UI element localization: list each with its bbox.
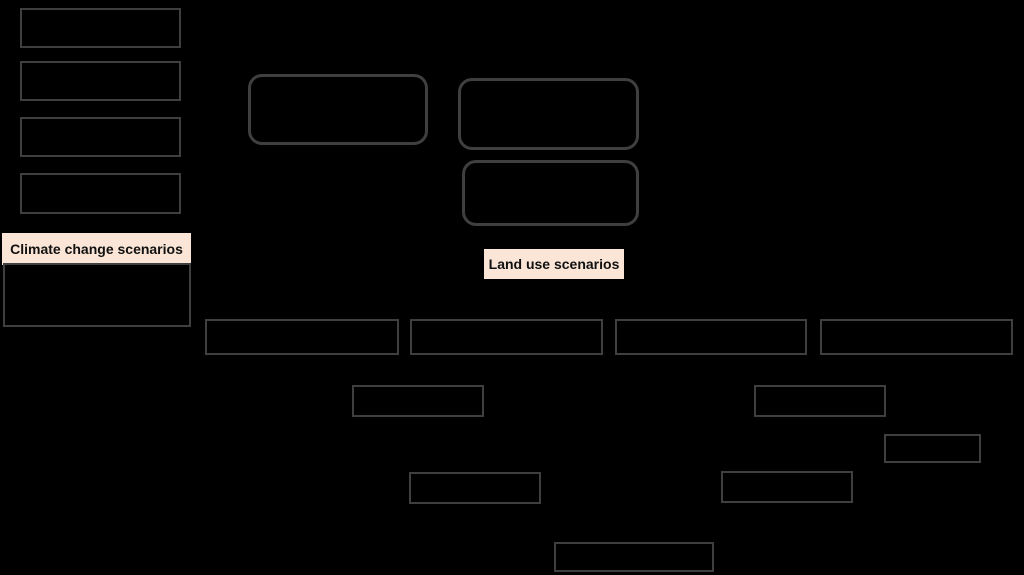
sub-box-left-2	[409, 472, 541, 504]
process-box-3	[615, 319, 807, 355]
climate-change-scenarios-label-text: Climate change scenarios	[10, 241, 183, 257]
land-use-scenarios-label: Land use scenarios	[484, 249, 624, 279]
land-use-scenarios-label-text: Land use scenarios	[488, 256, 620, 272]
rounded-box-middle-right	[462, 160, 639, 226]
climate-change-scenarios-box	[3, 263, 191, 327]
process-box-2	[410, 319, 603, 355]
sub-box-right-3	[721, 471, 853, 503]
scenario-box-3	[20, 117, 181, 157]
output-box	[554, 542, 714, 572]
scenario-box-4	[20, 173, 181, 214]
process-box-4	[820, 319, 1013, 355]
rounded-box-top-right	[458, 78, 639, 150]
process-box-1	[205, 319, 399, 355]
rounded-box-top-left	[248, 74, 428, 145]
sub-box-right-1	[754, 385, 886, 417]
climate-change-scenarios-label: Climate change scenarios	[2, 233, 191, 265]
scenario-box-1	[20, 8, 181, 48]
sub-box-right-2	[884, 434, 981, 463]
scenario-box-2	[20, 61, 181, 101]
sub-box-left-1	[352, 385, 484, 417]
